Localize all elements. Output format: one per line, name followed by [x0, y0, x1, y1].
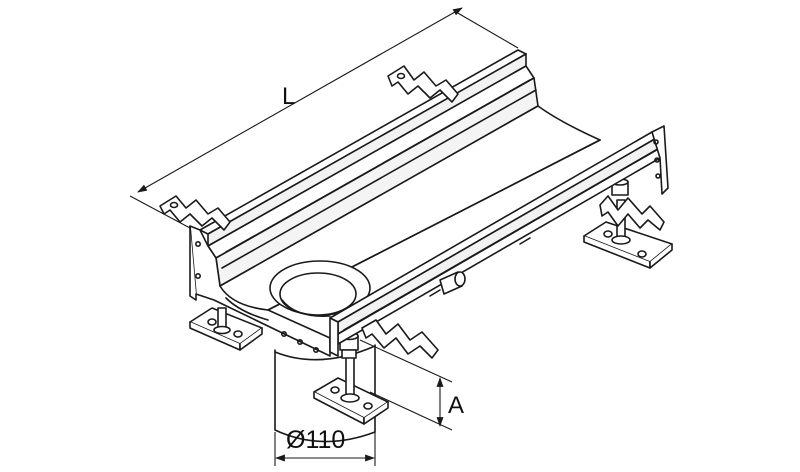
end-plate-right: [651, 125, 669, 195]
foot-front-right: [313, 331, 389, 425]
length-label: L: [282, 83, 295, 110]
foot-front-left: [189, 307, 263, 351]
dimension-length: [129, 7, 519, 229]
bracket-back-right: [387, 65, 459, 103]
dimension-diameter: [274, 432, 376, 466]
bracket-front: [361, 319, 439, 359]
foot-back-right: [583, 178, 673, 269]
height-label: A: [448, 392, 464, 419]
front-rim: [329, 131, 661, 357]
diameter-label: Ø110: [286, 426, 345, 454]
outlet-opening: [269, 260, 371, 317]
side-pin: [439, 271, 466, 295]
dimension-height: [359, 339, 453, 431]
bracket-back-left: [159, 195, 231, 231]
